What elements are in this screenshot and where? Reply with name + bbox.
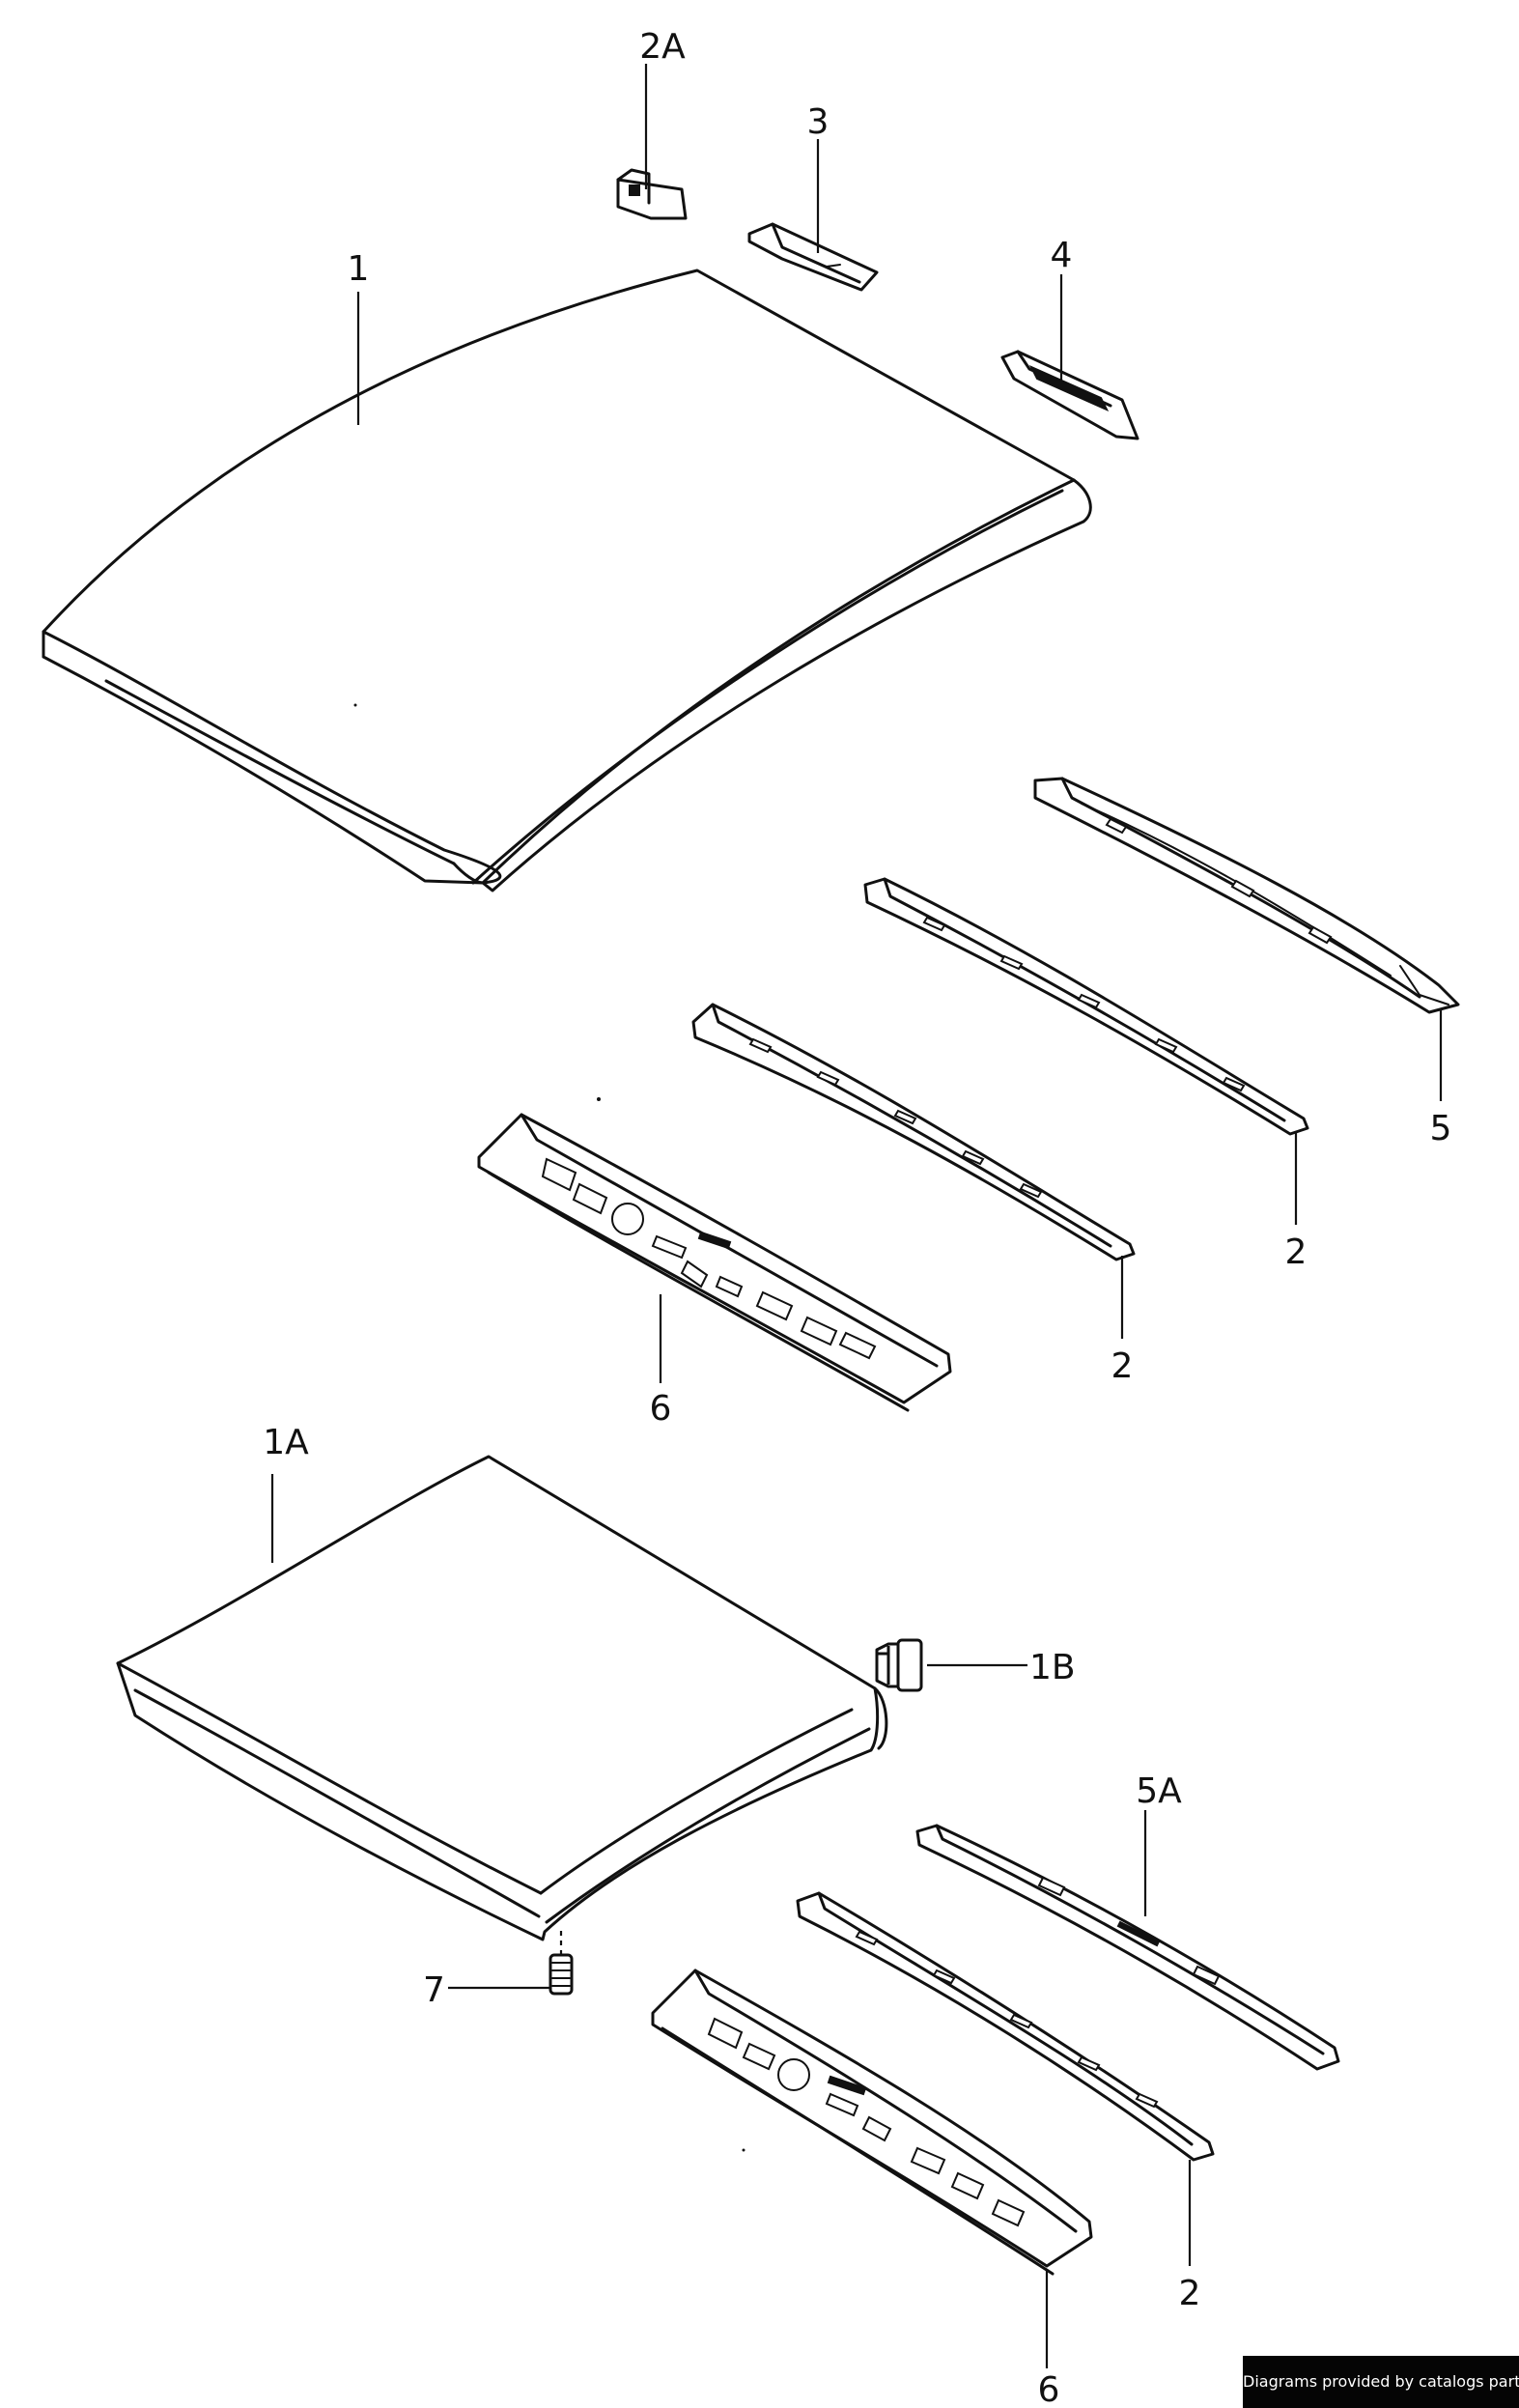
rail-part-5A <box>915 1824 1340 2071</box>
leader-lines <box>270 64 1443 2368</box>
part-4 <box>1000 350 1139 440</box>
label-7: 7 <box>423 1970 445 2010</box>
rail-part-2-a <box>863 877 1309 1136</box>
part-2A <box>616 168 688 220</box>
rail-part-5 <box>1033 777 1460 1014</box>
part-3 <box>747 222 879 292</box>
rear-header-part-6-b <box>651 1969 1093 2276</box>
speck <box>353 703 357 707</box>
label-6-b: 6 <box>1038 2370 1060 2408</box>
label-2A: 2A <box>639 27 686 67</box>
label-1: 1 <box>348 249 370 289</box>
credit-banner: Diagrams provided by catalogs parts <box>1243 2356 1519 2408</box>
label-2-b: 2 <box>1111 1346 1134 1386</box>
roof-panel-1A <box>116 1455 888 1941</box>
rear-header-part-6-a <box>477 1113 952 1412</box>
callout-labels: 1 2A 3 4 5 2 2 6 1A 1B 7 5A 2 6 <box>263 27 1451 2408</box>
speck <box>742 2148 745 2152</box>
screw-part-7 <box>549 1928 574 1996</box>
label-2-a: 2 <box>1285 1232 1308 1272</box>
label-1B: 1B <box>1029 1648 1076 1687</box>
bolt-part-1B <box>875 1638 923 1692</box>
label-5: 5 <box>1430 1109 1452 1148</box>
rail-part-2-c <box>796 1891 1215 2162</box>
label-2-c: 2 <box>1179 2274 1201 2313</box>
label-6-a: 6 <box>650 1389 672 1429</box>
roof-panel-1 <box>42 269 1092 892</box>
label-5A: 5A <box>1136 1771 1182 1811</box>
label-4: 4 <box>1051 236 1073 275</box>
label-3: 3 <box>807 102 830 142</box>
label-1A: 1A <box>263 1423 309 1462</box>
rail-part-2-b <box>691 1003 1136 1261</box>
speck <box>597 1097 601 1101</box>
